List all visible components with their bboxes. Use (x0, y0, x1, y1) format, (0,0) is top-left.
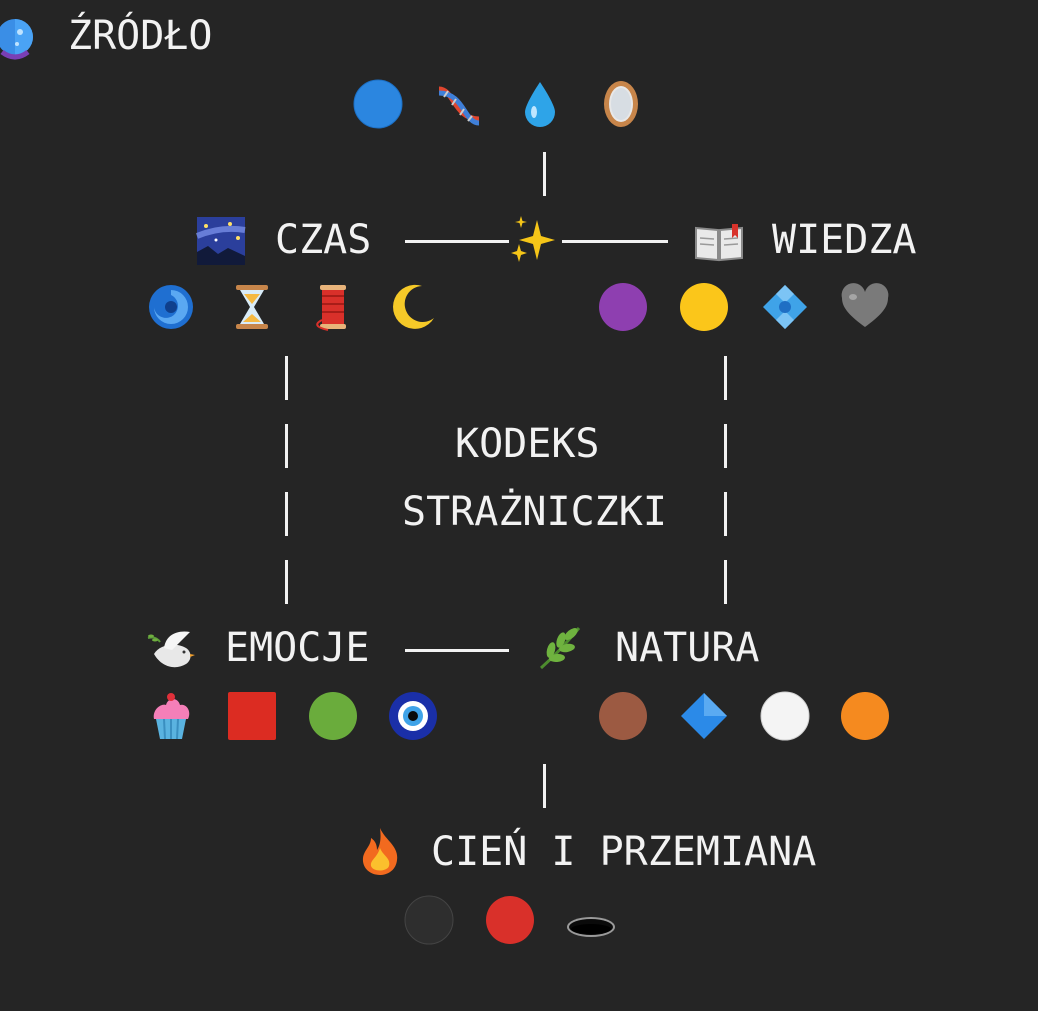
heading-nature: NATURA (615, 625, 760, 671)
mirror-icon (596, 79, 646, 129)
thread-spool-icon (308, 282, 358, 332)
connector-source-vertical (543, 152, 546, 196)
hourglass-icon (227, 282, 277, 332)
connector-left-4 (285, 560, 288, 604)
connector-left-2 (285, 424, 288, 468)
red-square-icon (227, 691, 277, 741)
droplet-icon (515, 79, 565, 129)
heading-knowledge: WIEDZA (772, 217, 917, 263)
heading-emotions: EMOCJE (225, 625, 370, 671)
connector-right-3 (724, 492, 727, 536)
yellow-circle-icon (679, 282, 729, 332)
sparkles-icon (509, 214, 559, 264)
connector-shadow-vertical (543, 764, 546, 808)
milky-way-icon (196, 216, 246, 266)
heading-shadow: CIEŃ I PRZEMIANA (431, 829, 817, 875)
blue-diamond-icon (679, 691, 729, 741)
globe-icon (0, 12, 40, 62)
dove-icon (146, 624, 196, 674)
red-circle-icon (485, 895, 535, 945)
connector-left-1 (285, 356, 288, 400)
dna-icon (434, 79, 484, 129)
heading-source: ŹRÓDŁO (68, 13, 213, 59)
green-circle-icon (308, 691, 358, 741)
connector-time-line (405, 240, 509, 243)
crescent-moon-icon (388, 282, 438, 332)
connector-left-3 (285, 492, 288, 536)
heading-time: CZAS (275, 217, 372, 263)
open-book-icon (694, 216, 744, 266)
connector-right-4 (724, 560, 727, 604)
grey-heart-icon (840, 282, 890, 332)
white-circle-icon (760, 691, 810, 741)
orange-circle-icon (840, 691, 890, 741)
cyclone-icon (146, 282, 196, 332)
connector-knowledge-line (562, 240, 668, 243)
purple-circle-icon (598, 282, 648, 332)
blue-circle-icon (353, 79, 403, 129)
black-circle-icon (404, 895, 454, 945)
brown-circle-icon (598, 691, 648, 741)
fire-icon (355, 826, 405, 876)
hole-icon (566, 895, 616, 945)
connector-emotions-nature (405, 649, 509, 652)
connector-right-1 (724, 356, 727, 400)
connector-right-2 (724, 424, 727, 468)
herb-icon (535, 622, 585, 672)
cupcake-icon (146, 691, 196, 741)
diamond-dot-icon (760, 282, 810, 332)
center-title-line2: STRAŻNICZKI (402, 489, 667, 535)
center-title-line1: KODEKS (455, 421, 600, 467)
nazar-amulet-icon (388, 691, 438, 741)
